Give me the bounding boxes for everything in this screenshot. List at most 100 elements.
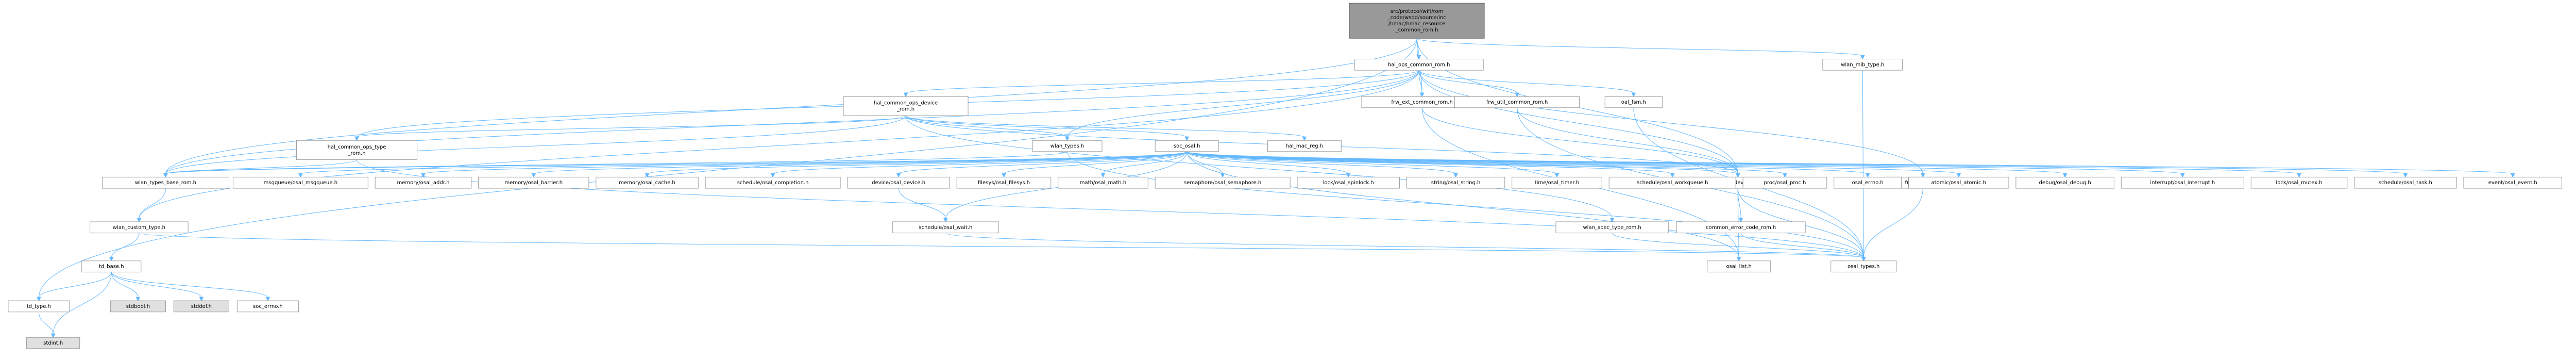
node-label-osal_types-0: osal_types.h xyxy=(1848,264,1879,270)
edge-hal_common_ops_type_rom-to-wlan_types_base_rom xyxy=(165,159,357,174)
edge-root-to-wlan_mib_type xyxy=(1416,38,1863,56)
node-frw_util_common_rom[interactable]: frw_util_common_rom.h xyxy=(1454,96,1580,108)
node-memory_addr[interactable]: memory/osal_addr.h xyxy=(375,176,472,189)
edge-soc_osal-to-wlan_types_base_rom xyxy=(165,151,1188,174)
node-msgqueue[interactable]: msgqueue/osal_msgqueue.h xyxy=(232,176,368,189)
edge-wlan_custom_type-to-td_base xyxy=(111,233,140,258)
arrowhead-hal_common_ops_device_rom-to-hal_common_ops_type_rom xyxy=(354,136,359,141)
node-memory_barrier[interactable]: memory/osal_barrier.h xyxy=(478,176,589,189)
node-wait[interactable]: schedule/osal_wait.h xyxy=(892,221,999,234)
node-string[interactable]: string/osal_string.h xyxy=(1406,176,1505,189)
node-hal_common_ops_type_rom[interactable]: hal_common_ops_type_rom.h xyxy=(296,140,418,160)
node-timer[interactable]: time/osal_timer.h xyxy=(1512,176,1602,189)
node-soc_errno[interactable]: soc_errno.h xyxy=(236,300,299,313)
arrowhead-soc_osal-to-device xyxy=(896,173,901,178)
arrowhead-hal_ops_common_rom-to-frw_util_common_rom xyxy=(1515,92,1519,97)
node-box-msgqueue xyxy=(232,176,368,189)
node-osal_list[interactable]: osal_list.h xyxy=(1707,260,1771,272)
node-soc_osal[interactable]: soc_osal.h xyxy=(1155,140,1219,152)
edge-wlan_types_base_rom-to-wlan_custom_type xyxy=(139,188,166,219)
node-box-event xyxy=(2463,176,2562,189)
node-mutex[interactable]: lock/osal_mutex.h xyxy=(2250,176,2348,189)
node-box-stdint xyxy=(26,337,80,349)
node-box-td_type xyxy=(8,300,70,313)
node-label-hal_common_ops_type_rom-1: _rom.h xyxy=(347,151,365,156)
node-event[interactable]: event/osal_event.h xyxy=(2463,176,2562,189)
node-box-hal_mac_reg xyxy=(1267,140,1342,152)
node-schedule_completion[interactable]: schedule/osal_completion.h xyxy=(705,176,841,189)
node-common_error_code_rom[interactable]: common_error_code_rom.h xyxy=(1676,221,1806,234)
arrowhead-td_base-to-soc_errno xyxy=(265,297,270,302)
arrowhead-wlan_types_base_rom-to-wlan_custom_type xyxy=(137,218,142,223)
node-wlan_spec_type_rom[interactable]: wlan_spec_type_rom.h xyxy=(1555,221,1669,234)
edge-soc_osal-to-spinlock xyxy=(1187,151,1349,174)
edge-hal_common_ops_device_rom-to-hal_common_ops_type_rom xyxy=(356,115,906,138)
node-task[interactable]: schedule/osal_task.h xyxy=(2354,176,2457,189)
node-label-filesys-0: filesys/osal_filesys.h xyxy=(978,180,1030,186)
node-math[interactable]: math/osal_math.h xyxy=(1058,176,1148,189)
arrowhead-soc_osal-to-timer xyxy=(1554,173,1560,178)
node-label-wlan_types-0: wlan_types.h xyxy=(1050,143,1084,149)
node-proc[interactable]: proc/osal_proc.h xyxy=(1742,176,1827,189)
node-label-memory_cache-0: memory/osal_cache.h xyxy=(619,180,675,186)
node-hal_mac_reg[interactable]: hal_mac_reg.h xyxy=(1267,140,1342,152)
node-osal_types[interactable]: osal_types.h xyxy=(1831,260,1897,272)
node-label-root-1: _code/wsdd/source/inc xyxy=(1387,15,1446,21)
node-label-frw_ext_common_rom-0: frw_ext_common_rom.h xyxy=(1391,100,1452,105)
edge-wlan_custom_type-to-osal_types xyxy=(139,233,1864,258)
node-hal_ops_common_rom[interactable]: hal_ops_common_rom.h xyxy=(1354,58,1484,71)
node-interrupt[interactable]: interrupt/osal_interrupt.h xyxy=(2121,176,2244,189)
arrowhead-td_base-to-stddef xyxy=(199,297,204,302)
node-hal_common_ops_device_rom[interactable]: hal_common_ops_device_rom.h xyxy=(843,96,969,116)
edge-soc_osal-to-osal_list xyxy=(1187,151,1739,258)
node-box-string xyxy=(1406,176,1505,189)
node-td_base[interactable]: td_base.h xyxy=(81,260,142,272)
arrowhead-soc_osal-to-event xyxy=(2510,173,2515,178)
node-workqueue[interactable]: schedule/osal_workqueue.h xyxy=(1608,176,1736,189)
node-box-math xyxy=(1058,176,1148,189)
arrowhead-root-to-wlan_mib_type xyxy=(1860,55,1865,60)
arrowhead-soc_osal-to-wlan_types_base_rom xyxy=(163,173,168,178)
arrowhead-oal_types_device_rom-to-osal_list xyxy=(1736,257,1741,262)
node-osal_errno[interactable]: osal_errno.h xyxy=(1834,176,1902,189)
node-wlan_custom_type[interactable]: wlan_custom_type.h xyxy=(90,221,189,234)
edge-hal_common_ops_device_rom-to-wlan_types_base_rom xyxy=(165,116,906,174)
node-stdint: stdint.h xyxy=(26,337,80,349)
arrowhead-oal_types_device_rom-to-common_error_code_rom xyxy=(1738,218,1743,223)
node-device[interactable]: device/osal_device.h xyxy=(847,176,950,189)
node-box-stdbool xyxy=(110,300,166,313)
edge-frw_ext_common_rom-to-oal_types_device_rom xyxy=(1421,107,1738,174)
node-label-spinlock-0: lock/osal_spinlock.h xyxy=(1323,180,1374,186)
node-wlan_types[interactable]: wlan_types.h xyxy=(1032,140,1103,152)
node-box-spinlock xyxy=(1297,176,1400,189)
node-label-hal_common_ops_type_rom-0: hal_common_ops_type xyxy=(328,144,386,150)
node-debug[interactable]: debug/osal_debug.h xyxy=(2015,176,2114,189)
arrowhead-soc_osal-to-msgqueue xyxy=(298,173,303,178)
edge-hal_ops_common_rom-to-oal_types_device_rom xyxy=(1418,70,1738,174)
node-box-osal_errno xyxy=(1834,176,1902,189)
edge-soc_osal-to-interrupt xyxy=(1187,151,2183,174)
arrowhead-soc_osal-to-math xyxy=(1100,173,1106,178)
node-spinlock[interactable]: lock/osal_spinlock.h xyxy=(1297,176,1400,189)
node-semaphore[interactable]: semaphore/osal_semaphore.h xyxy=(1155,176,1291,189)
node-box-debug xyxy=(2015,176,2114,189)
node-oal_fsm[interactable]: oal_fsm.h xyxy=(1604,96,1663,108)
node-label-root-3: _common_rom.h xyxy=(1395,27,1438,33)
edge-soc_osal-to-debug xyxy=(1187,151,2065,174)
node-memory_cache[interactable]: memory/osal_cache.h xyxy=(596,176,699,189)
node-atomic[interactable]: atomic/osal_atomic.h xyxy=(1908,176,2009,189)
node-filesys[interactable]: filesys/osal_filesys.h xyxy=(956,176,1052,189)
arrowhead-soc_osal-to-filesys xyxy=(1002,173,1006,178)
node-box-atomic xyxy=(1908,176,2009,189)
edge-soc_osal-to-workqueue xyxy=(1187,151,1673,174)
node-root[interactable]: src/protocol/wifi/rom_code/wsdd/source/i… xyxy=(1349,3,1485,39)
node-label-task-0: schedule/osal_task.h xyxy=(2379,180,2432,186)
edge-td_base-to-stdbool xyxy=(111,272,139,298)
node-box-timer xyxy=(1512,176,1602,189)
node-wlan_mib_type[interactable]: wlan_mib_type.h xyxy=(1822,58,1903,71)
node-wlan_types_base_rom[interactable]: wlan_types_base_rom.h xyxy=(101,176,229,189)
arrowhead-soc_osal-to-memory_addr xyxy=(421,173,426,178)
node-td_type[interactable]: td_type.h xyxy=(8,300,70,313)
node-label-debug-0: debug/osal_debug.h xyxy=(2039,180,2091,186)
arrowhead-hal_common_ops_device_rom-to-soc_osal xyxy=(1184,136,1190,141)
